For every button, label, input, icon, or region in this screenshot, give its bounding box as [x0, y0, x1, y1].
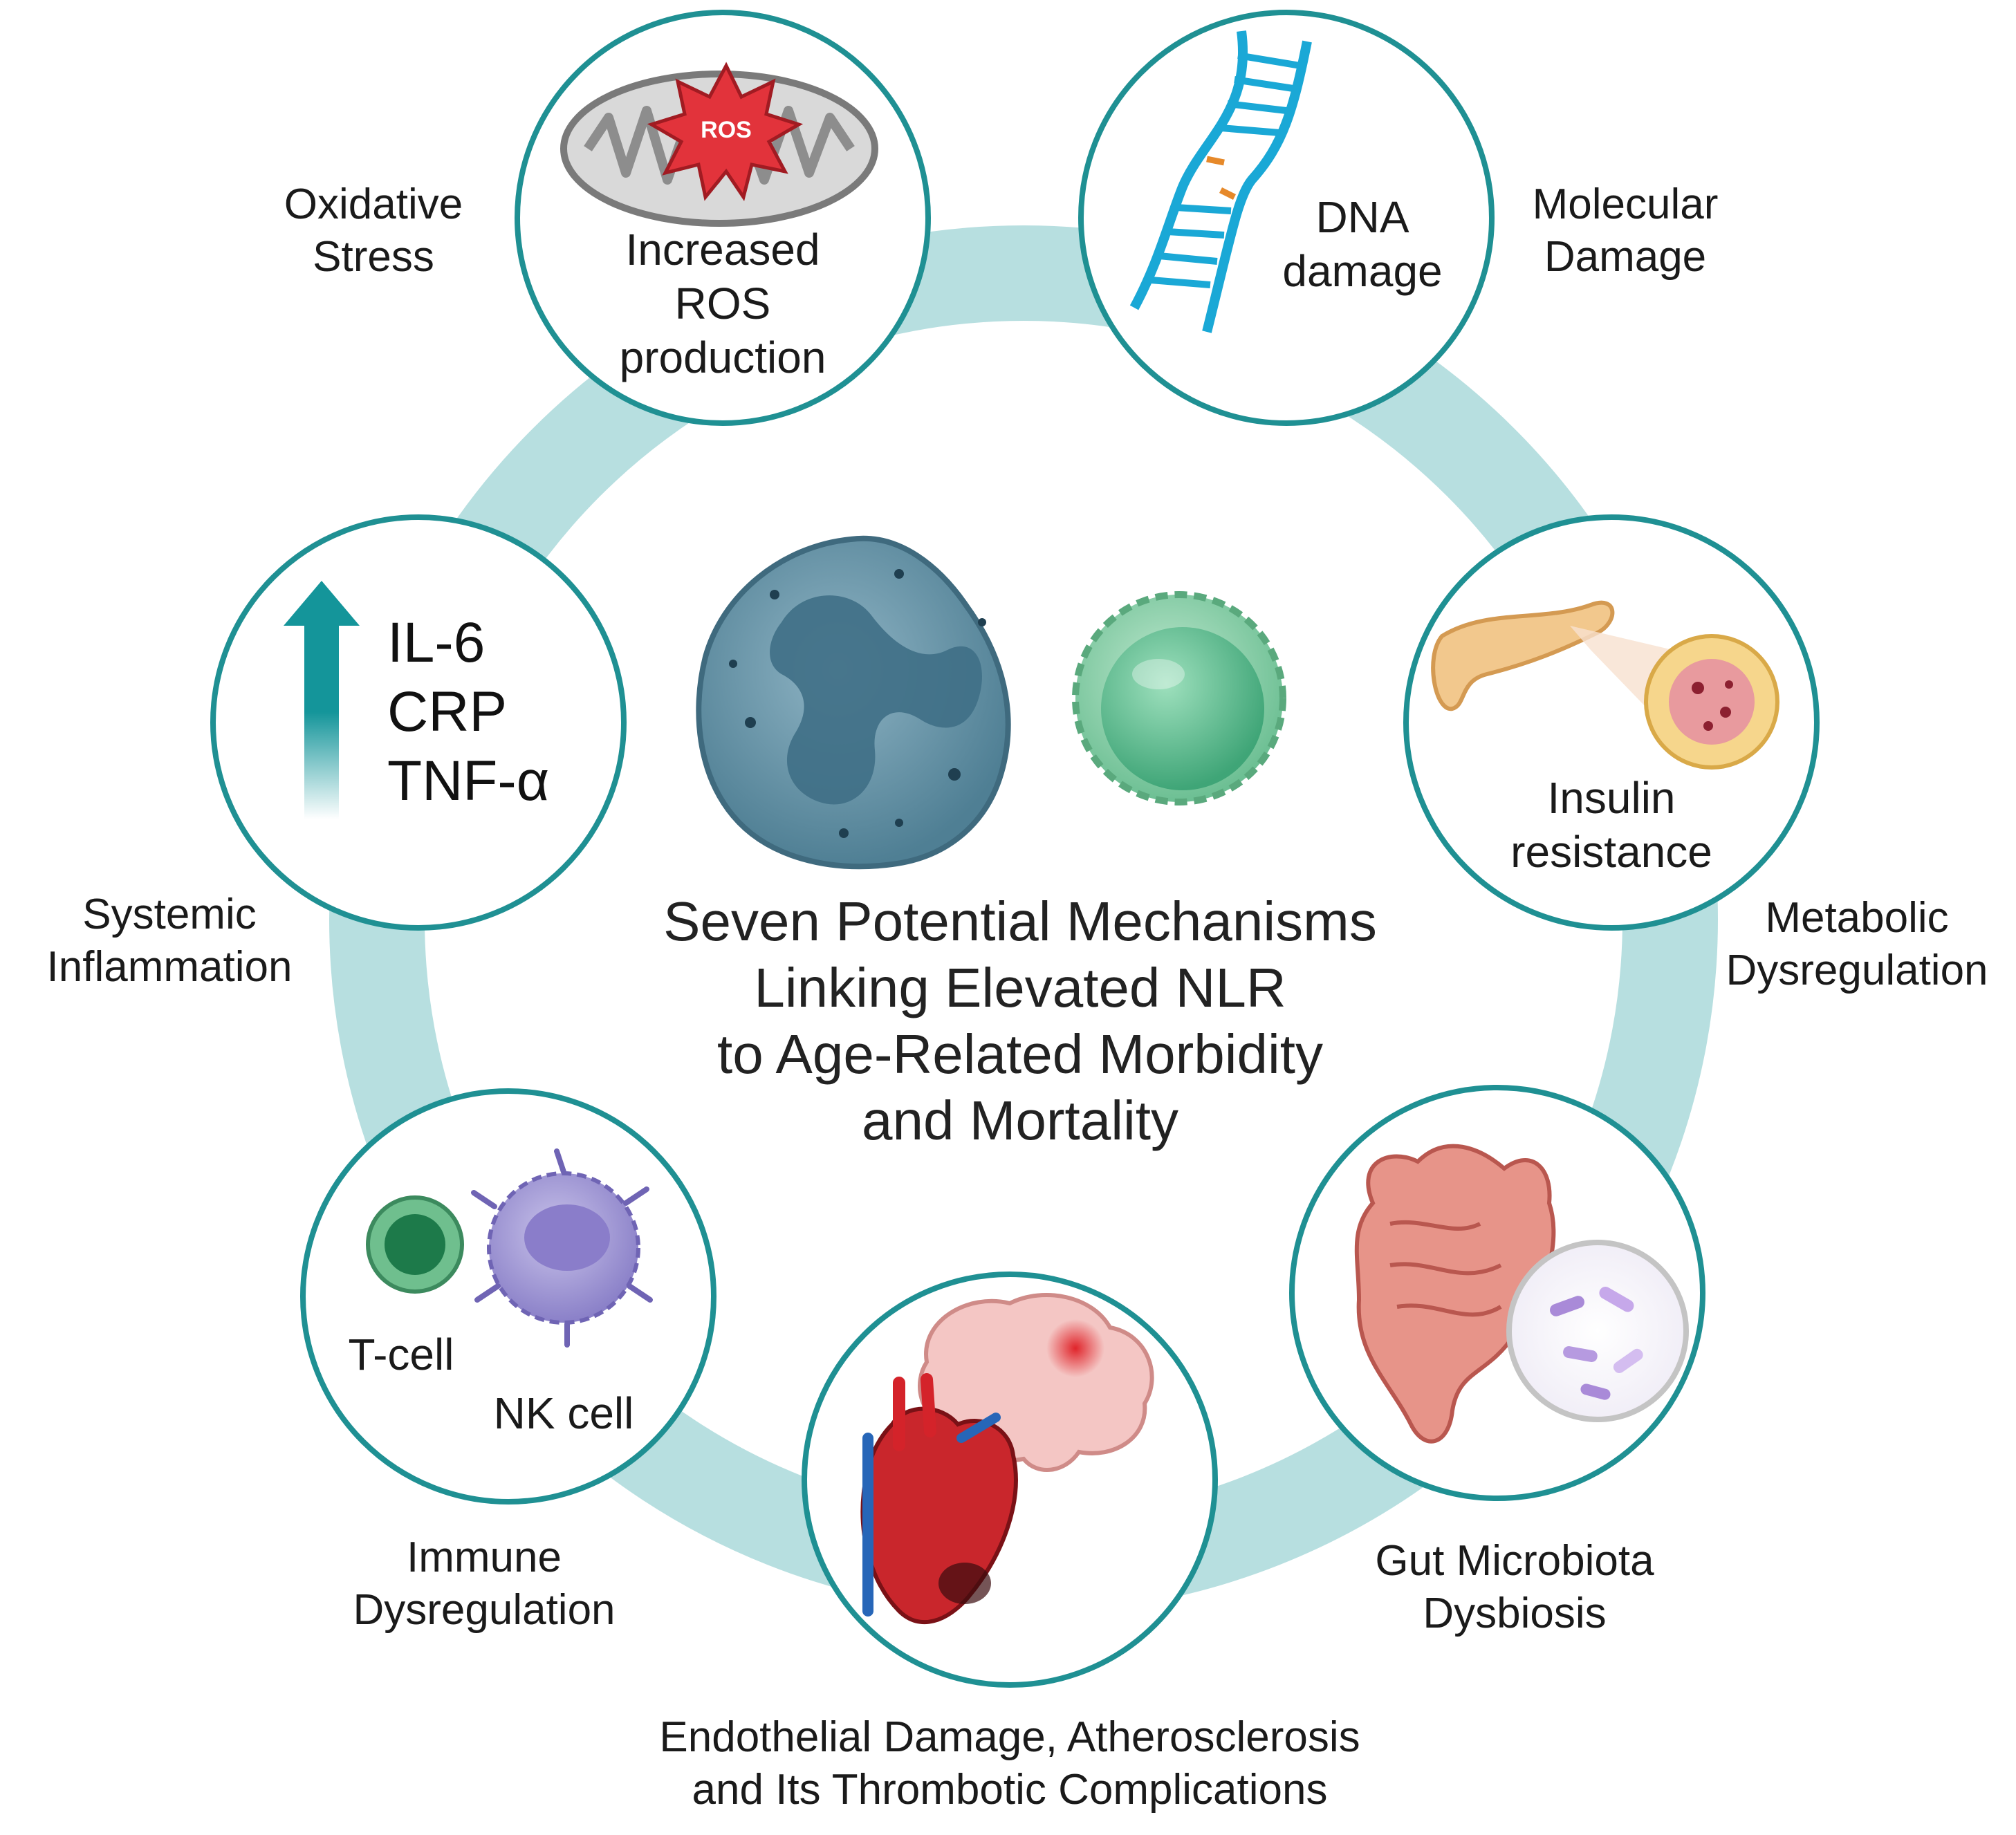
lymphocyte-icon [1072, 591, 1286, 805]
mechanism-circle-gut [1289, 1085, 1705, 1501]
heart-icon [860, 1373, 1018, 1624]
inner-label-ros-production: Increased ROS production [619, 225, 826, 383]
neutrophil-icon [696, 535, 1011, 870]
dna-icon [1129, 30, 1312, 333]
label-oxidative-stress: Oxidative Stress [284, 180, 463, 281]
microbiota-lens-icon [1506, 1240, 1689, 1422]
label-systemic-inflammation: Systemic Inflammation [46, 891, 293, 991]
up-arrow-icon [284, 581, 360, 819]
mechanism-circle-oxidative-stress [515, 10, 931, 426]
diagram-title: Seven Potential Mechanisms Linking Eleva… [663, 891, 1377, 1151]
inner-label-insulin-resistance: Insulin resistance [1510, 773, 1712, 877]
ros-badge-label: ROS [701, 117, 752, 143]
cytokine-list: IL-6 CRP TNF-α [387, 611, 550, 813]
label-molecular-damage: Molecular Damage [1532, 180, 1719, 281]
t-cell-icon [366, 1195, 464, 1294]
mechanism-circle-immune [300, 1088, 716, 1505]
mechanism-circle-endothelial [802, 1272, 1218, 1688]
ros-burst-icon [647, 62, 804, 202]
mechanism-circle-inflammation [210, 514, 627, 931]
label-endothelial-damage: Endothelial Damage, Atherosclerosis and … [659, 1713, 1360, 1814]
inner-label-t-cell: T-cell [348, 1330, 454, 1379]
mechanism-circle-molecular-damage [1078, 10, 1495, 426]
label-metabolic-dysregulation: Metabolic Dysregulation [1726, 894, 1988, 994]
inner-label-nk-cell: NK cell [493, 1388, 634, 1438]
label-gut-microbiota: Gut Microbiota Dysbiosis [1375, 1537, 1654, 1637]
pancreas-icon [1431, 600, 1779, 770]
mechanism-circle-metabolic [1403, 514, 1820, 931]
inner-label-dna-damage: DNA damage [1282, 192, 1443, 297]
label-immune-dysregulation: Immune Dysregulation [353, 1534, 616, 1634]
nk-cell-icon [471, 1148, 653, 1348]
